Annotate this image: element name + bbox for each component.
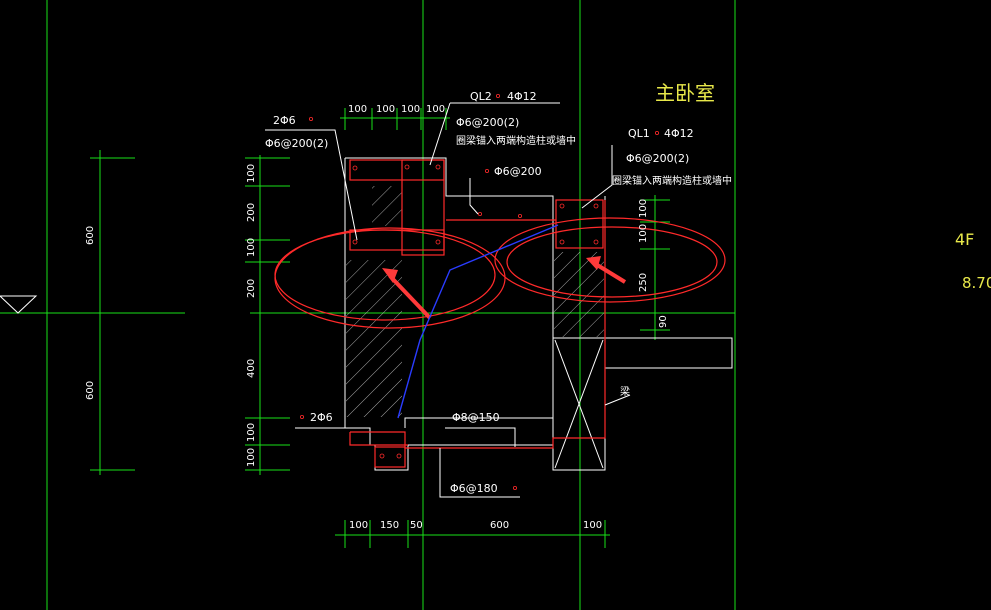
dim-top-3: 100	[401, 104, 420, 115]
dim-bottom-1: 100	[349, 520, 368, 531]
wall-outline	[344, 157, 733, 471]
room-label: 主卧室	[655, 81, 715, 105]
dim-left-1: 100	[246, 164, 257, 183]
dim-left-6: 100	[246, 423, 257, 442]
dim-bottom-4: 600	[490, 520, 509, 531]
bottom-bars-label: 2Φ6	[310, 411, 333, 424]
elevation-label: 8.70	[962, 274, 991, 292]
arrow-pointer-left-icon	[382, 268, 432, 320]
dim-right-3: 250	[638, 273, 649, 292]
ql1-label: QL1	[628, 127, 650, 140]
dim-left-2: 200	[246, 203, 257, 222]
ql2-bars: 4Φ12	[507, 90, 537, 103]
dim-bottom-3: 50	[410, 520, 423, 531]
dim-top-4: 100	[426, 104, 445, 115]
dim-left-7: 100	[246, 448, 257, 467]
elevation-marker-icon	[0, 295, 38, 314]
blue-reference-line	[397, 224, 559, 419]
bottom-stirrup-label: Φ6@180	[450, 482, 498, 495]
dim-outer-2: 600	[85, 381, 96, 400]
dim-outer-1: 600	[85, 226, 96, 245]
leader-lines	[265, 102, 631, 498]
dim-right-1: 100	[638, 199, 649, 218]
hatched-wall-upper-left	[372, 186, 402, 226]
left-stirrup-label: Φ6@200(2)	[265, 137, 328, 150]
mid-stirrup-label: Φ6@200	[494, 165, 542, 178]
rebar-lines	[274, 94, 726, 490]
floor-label: 4F	[955, 230, 974, 249]
left-bars-label: 2Φ6	[273, 114, 296, 127]
dim-left-5: 400	[246, 359, 257, 378]
beam-label: 梁	[620, 385, 630, 398]
ql2-label: QL2	[470, 90, 492, 103]
ql1-note: 圈梁锚入两端构造柱或墙中	[612, 174, 732, 187]
dim-bottom-2: 150	[380, 520, 399, 531]
dim-bottom-5: 100	[583, 520, 602, 531]
ql1-stirrup: Φ6@200(2)	[626, 152, 689, 165]
dim-left-4: 200	[246, 279, 257, 298]
hatched-wall-left	[346, 260, 402, 417]
arrow-pointer-right-icon	[586, 256, 627, 284]
ql2-note: 圈梁锚入两端构造柱或墙中	[456, 134, 576, 147]
dim-right-4: 90	[658, 315, 669, 328]
dim-top-2: 100	[376, 104, 395, 115]
dim-top-1: 100	[348, 104, 367, 115]
dim-right-2: 100	[638, 224, 649, 243]
dim-left-3: 100	[246, 238, 257, 257]
ql2-stirrup: Φ6@200(2)	[456, 116, 519, 129]
ql1-bars: 4Φ12	[664, 127, 694, 140]
bottom-dist-label: Φ8@150	[452, 411, 500, 424]
